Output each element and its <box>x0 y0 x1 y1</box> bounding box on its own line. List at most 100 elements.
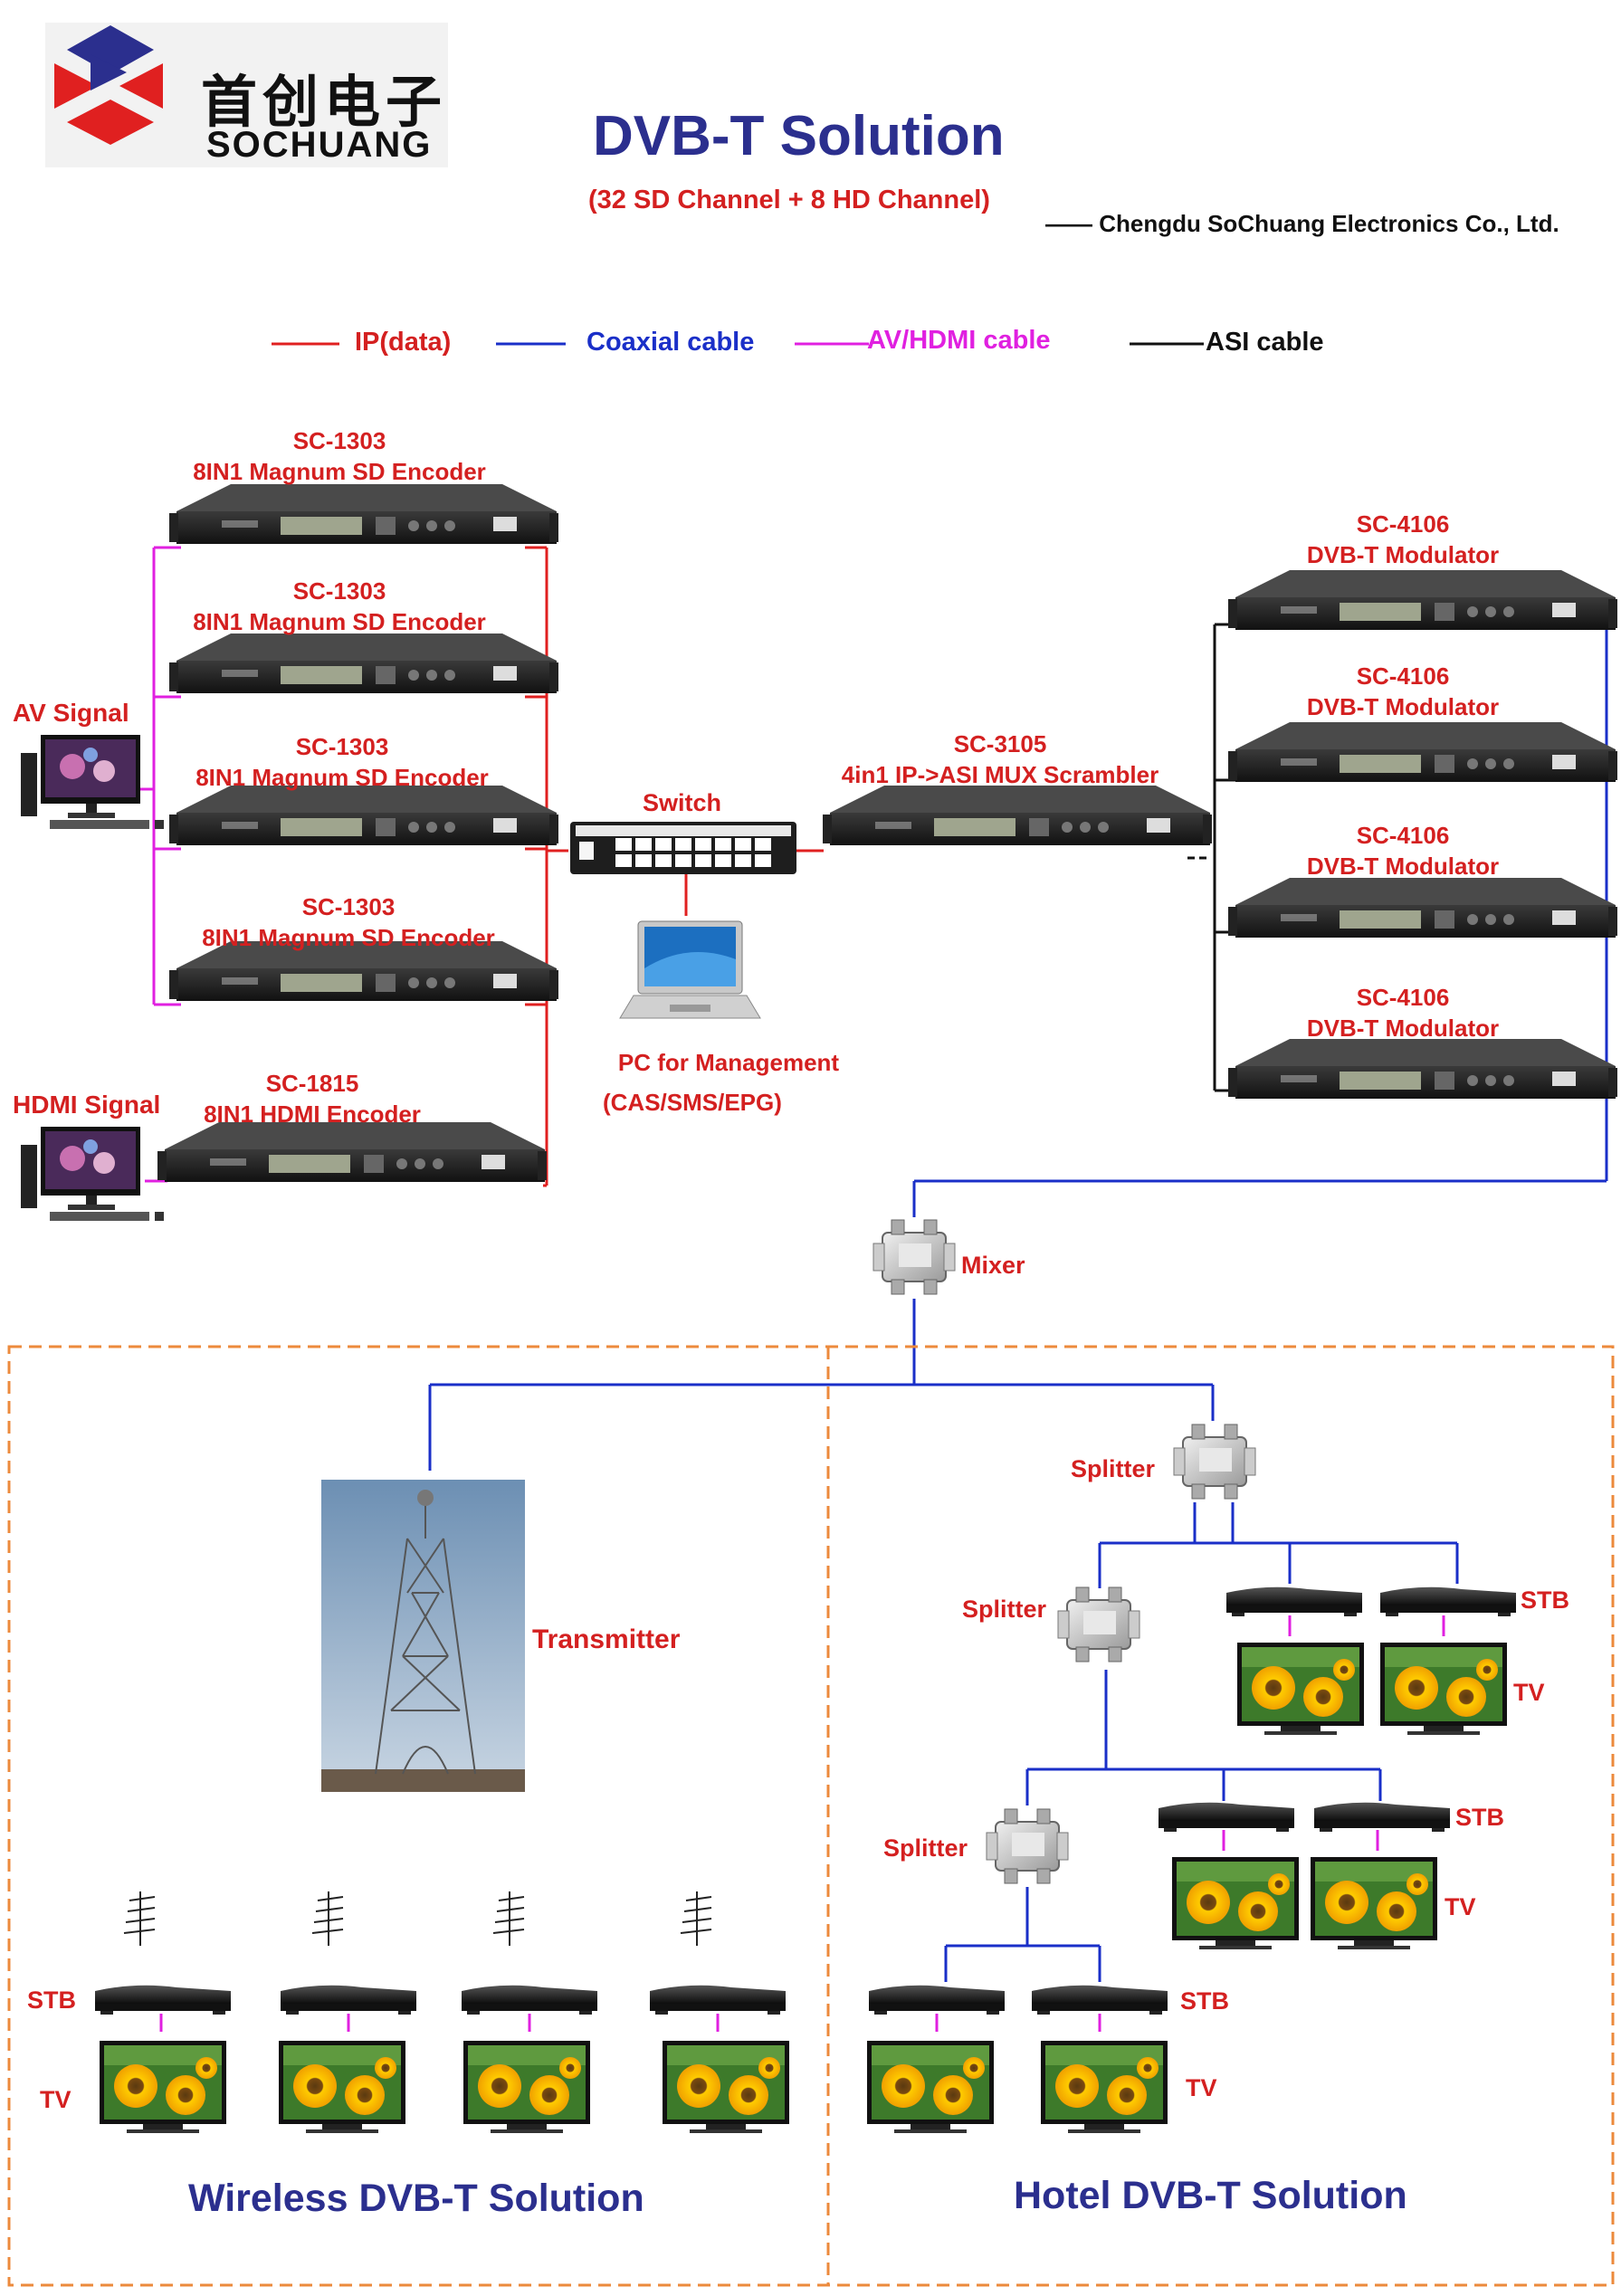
legend-ip: IP(data) <box>355 328 452 357</box>
encoder-name: 8IN1 Magnum SD Encoder <box>193 608 486 635</box>
page-subtitle: (32 SD Channel + 8 HD Channel) <box>588 186 990 214</box>
modulator-model: SC-4106 <box>1356 662 1450 690</box>
modulator-name: DVB-T Modulator <box>1306 853 1500 880</box>
encoder-model: SC-1303 <box>295 733 389 760</box>
wireless-tv <box>100 2041 226 2133</box>
modulator-label-1: SC-4106 DVB-T Modulator <box>1267 509 1539 570</box>
hotel-splitter-2 <box>1057 1586 1140 1662</box>
wireless-tv <box>663 2041 789 2133</box>
mux-name: 4in1 IP->ASI MUX Scrambler <box>841 761 1159 788</box>
management-laptop <box>619 920 761 1019</box>
av-cables <box>140 546 1445 2032</box>
splitter-label-1: Splitter <box>1071 1455 1156 1482</box>
encoder-device-1 <box>169 484 558 544</box>
splitter-label-3: Splitter <box>883 1834 968 1862</box>
modulator-device-1 <box>1228 570 1617 630</box>
pc-title: PC for Management <box>617 1049 840 1076</box>
encoder-device-3 <box>169 786 558 845</box>
modulator-label-3: SC-4106 DVB-T Modulator <box>1267 820 1539 881</box>
hotel-stb <box>869 1985 1005 2015</box>
mux-device <box>823 786 1212 845</box>
modulator-device-3 <box>1228 878 1617 938</box>
company-name: —— Chengdu SoChuang Electronics Co., Ltd… <box>1045 210 1559 237</box>
wireless-tv <box>279 2041 405 2133</box>
modulator-model: SC-4106 <box>1356 984 1450 1011</box>
mixer-device <box>872 1219 956 1295</box>
solution-boxes <box>7 1345 1615 2287</box>
encoder-model: SC-1815 <box>265 1070 359 1097</box>
hotel-tv-label-2: TV <box>1445 1893 1476 1920</box>
wireless-stb <box>462 1985 597 2015</box>
switch-label: Switch <box>643 789 722 816</box>
hotel-tv <box>1380 1643 1507 1735</box>
encoder-name: 8IN1 Magnum SD Encoder <box>202 924 495 951</box>
wireless-tv <box>463 2041 590 2133</box>
hotel-tv <box>1041 2041 1168 2133</box>
hotel-stb <box>1380 1586 1516 1616</box>
transmitter-label: Transmitter <box>532 1624 681 1654</box>
av-source-computer <box>21 735 164 829</box>
hotel-stb-label-2: STB <box>1455 1804 1504 1831</box>
antenna-icon <box>311 1891 344 1947</box>
encoder-model: SC-1303 <box>301 893 396 920</box>
modulator-name: DVB-T Modulator <box>1306 1015 1500 1042</box>
modulator-device-4 <box>1228 1039 1617 1099</box>
encoder-label-1: SC-1303 8IN1 Magnum SD Encoder <box>176 425 502 487</box>
encoder-label-4: SC-1303 8IN1 Magnum SD Encoder <box>186 891 511 953</box>
av-signal-label: AV Signal <box>13 699 129 727</box>
encoder-device-2 <box>169 634 558 693</box>
hdmi-source-computer <box>21 1127 164 1221</box>
modulator-label-2: SC-4106 DVB-T Modulator <box>1267 661 1539 722</box>
hdmi-signal-label: HDMI Signal <box>13 1091 161 1119</box>
hotel-tv-label-3: TV <box>1186 2074 1217 2101</box>
transmitter-tower <box>321 1480 525 1792</box>
modulator-model: SC-4106 <box>1356 822 1450 849</box>
logo-chinese: 首创电子 <box>201 69 448 135</box>
splitter-label-2: Splitter <box>962 1596 1047 1623</box>
hdmi-encoder-label: SC-1815 8IN1 HDMI Encoder <box>167 1068 457 1129</box>
hdmi-encoder-device <box>157 1122 547 1182</box>
hotel-stb <box>1226 1586 1362 1616</box>
modulator-device-2 <box>1228 722 1617 782</box>
modulator-name: DVB-T Modulator <box>1306 693 1500 720</box>
modulator-name: DVB-T Modulator <box>1306 541 1500 568</box>
sochuang-logo-mark <box>45 23 448 167</box>
switch-device <box>570 822 796 874</box>
wireless-solution-title: Wireless DVB-T Solution <box>188 2177 644 2220</box>
wireless-stb <box>95 1985 231 2015</box>
pc-subtitle: (CAS/SMS/EPG) <box>603 1089 782 1116</box>
modulator-label-4: SC-4106 DVB-T Modulator <box>1267 982 1539 1043</box>
page-title: DVB-T Solution <box>593 105 1005 167</box>
mixer-label: Mixer <box>961 1252 1025 1279</box>
encoder-model: SC-1303 <box>292 577 386 605</box>
hotel-stb <box>1159 1802 1294 1832</box>
legend-coax: Coaxial cable <box>586 328 755 357</box>
hotel-stb-label-1: STB <box>1521 1586 1569 1614</box>
hotel-tv <box>867 2041 994 2133</box>
hotel-splitter-3 <box>986 1808 1069 1884</box>
wireless-stb <box>281 1985 416 2015</box>
hotel-stb-label-3: STB <box>1180 1987 1229 2015</box>
encoder-model: SC-1303 <box>292 427 386 454</box>
encoder-label-2: SC-1303 8IN1 Magnum SD Encoder <box>176 576 502 637</box>
hotel-tv <box>1311 1857 1437 1949</box>
pc-label: PC for Management (CAS/SMS/EPG) <box>597 1043 860 1122</box>
wireless-stb <box>650 1985 786 2015</box>
hotel-stb <box>1314 1802 1450 1832</box>
encoder-name: 8IN1 Magnum SD Encoder <box>193 458 486 485</box>
mux-model: SC-3105 <box>953 730 1047 757</box>
modulator-model: SC-4106 <box>1356 510 1450 538</box>
wireless-tv-label: TV <box>40 2086 72 2113</box>
logo-english: SOCHUANG <box>206 125 433 165</box>
antenna-icon <box>492 1891 525 1947</box>
hotel-splitter-1 <box>1173 1424 1256 1500</box>
legend-asi: ASI cable <box>1206 328 1324 357</box>
wireless-stb-label: STB <box>27 1986 76 2014</box>
encoder-label-3: SC-1303 8IN1 Magnum SD Encoder <box>179 731 505 793</box>
ip-cables <box>525 546 824 1187</box>
hotel-tv <box>1172 1857 1299 1949</box>
hotel-tv <box>1237 1643 1364 1735</box>
legend-av-hdmi: AV/HDMI cable <box>867 326 1051 355</box>
asi-cables <box>1187 623 1240 1092</box>
